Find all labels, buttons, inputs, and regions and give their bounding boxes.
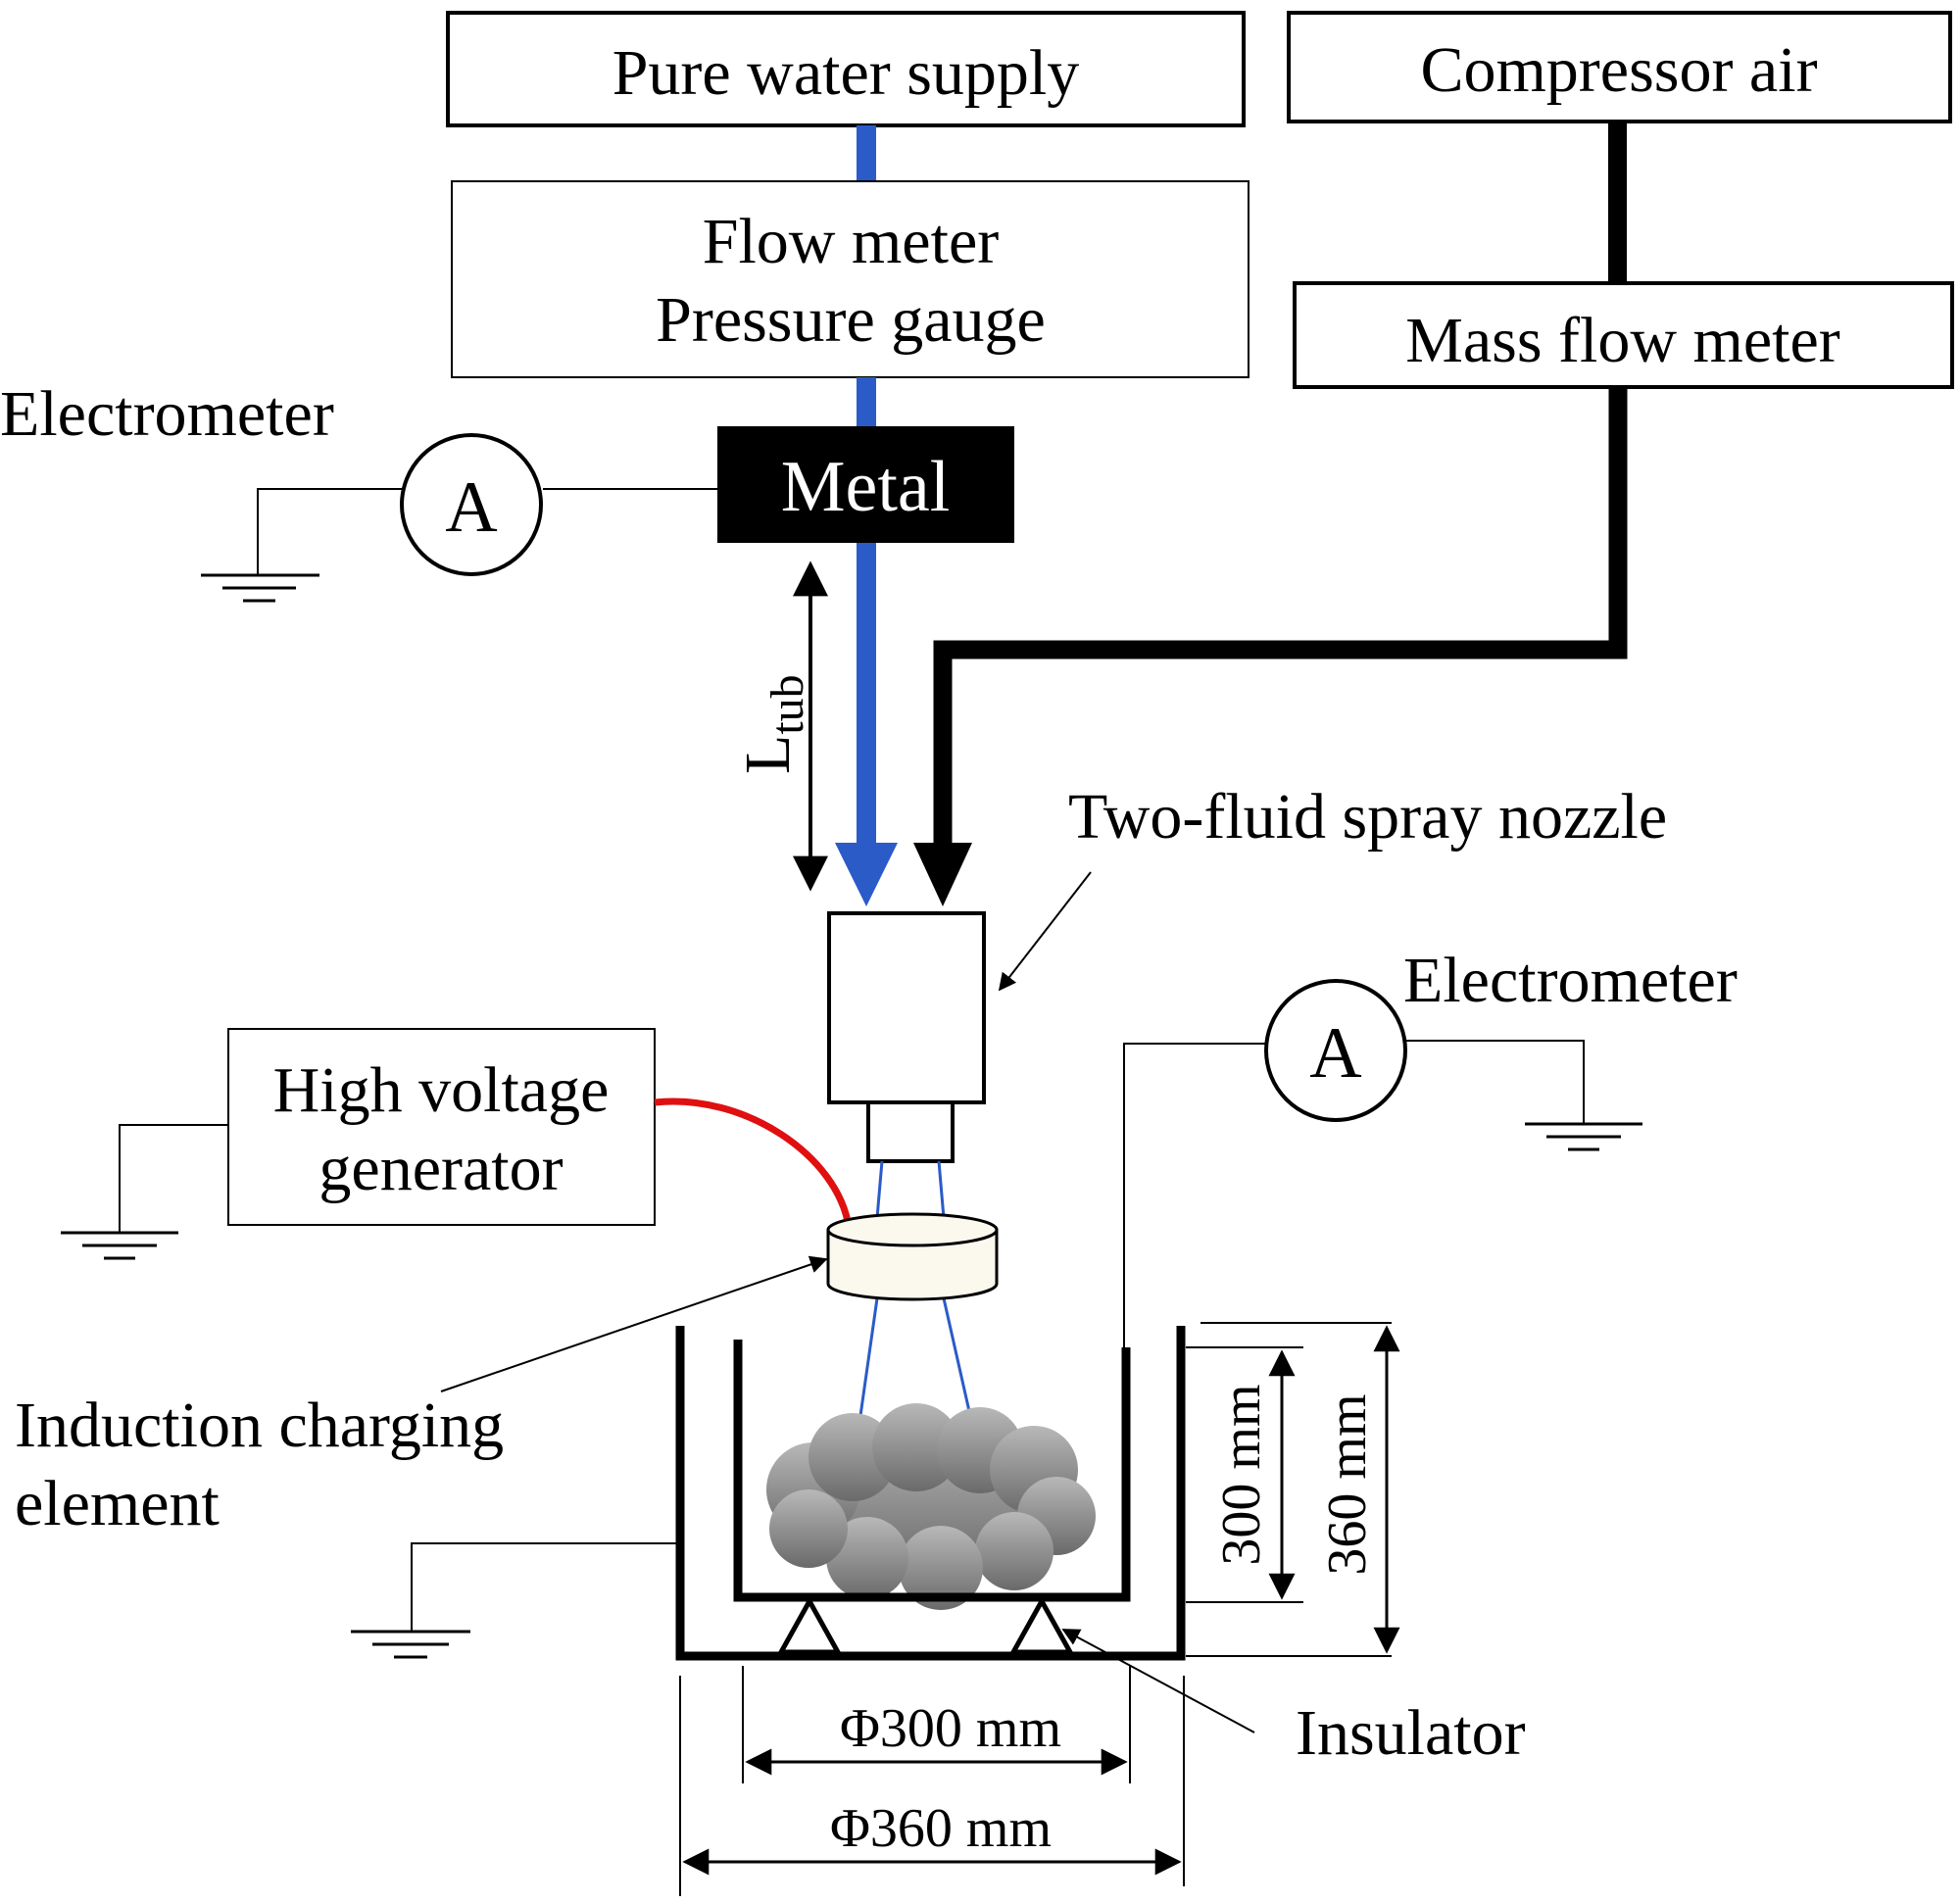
electrometer-right-label: Electrometer (1403, 945, 1738, 1016)
insulator-label: Insulator (1296, 1697, 1526, 1769)
height-dimension-360: 360 mm (1186, 1322, 1400, 1657)
air-line-segment (1608, 122, 1627, 283)
mass-flow-meter-box: Mass flow meter (1293, 281, 1954, 389)
flow-meter-label: Flow meter (703, 206, 999, 277)
spray-mist-cloud (766, 1403, 1096, 1610)
pure-water-supply-label: Pure water supply (612, 37, 1080, 109)
wire (1123, 1043, 1266, 1347)
high-voltage-label-line2: generator (318, 1133, 563, 1204)
two-fluid-spray-nozzle-label: Two-fluid spray nozzle (1068, 781, 1667, 853)
width-dimension-phi300: Φ300 mm (742, 1666, 1131, 1783)
dim-phi300-label: Φ300 mm (840, 1698, 1061, 1759)
width-dimension-phi360: Φ360 mm (679, 1676, 1185, 1896)
high-voltage-generator: High voltage generator (227, 1028, 656, 1226)
ground-symbol-container (351, 1630, 470, 1659)
electrometer-right: A (1123, 979, 1642, 1347)
inner-container (733, 1340, 1131, 1602)
insulator-supports (776, 1595, 1075, 1655)
nozzle-body (827, 911, 986, 1104)
induction-label-line2: element (15, 1468, 220, 1539)
dim-300-height-label: 300 mm (1211, 1384, 1272, 1565)
ammeter-left-symbol: A (445, 467, 497, 548)
high-voltage-wire (654, 1098, 853, 1228)
metal-block: Metal (717, 426, 1014, 543)
electrometer-left-label: Electrometer (0, 378, 334, 450)
induction-charging-ring (826, 1212, 999, 1301)
water-line-segment (857, 543, 876, 849)
induction-label-line1: Induction charging (15, 1390, 504, 1461)
ground-wire-hv (119, 1124, 228, 1233)
water-line-segment (857, 125, 876, 181)
water-line-segment (857, 377, 876, 426)
metal-label: Metal (781, 447, 951, 527)
ammeter-right-circle (1264, 979, 1407, 1122)
air-supply-line (933, 387, 1628, 851)
induction-pointer (440, 1255, 828, 1392)
dim-360-height-label: 360 mm (1317, 1393, 1378, 1575)
ground-symbol-right (1525, 1122, 1642, 1151)
air-line-arrowhead (913, 843, 972, 906)
insulator-pointer (1061, 1629, 1255, 1733)
electrometer-left: A (201, 433, 717, 603)
compressor-air-box: Compressor air (1287, 11, 1952, 123)
ammeter-left-circle (400, 433, 543, 576)
nozzle-pointer (998, 871, 1092, 992)
ground-wire-container (411, 1542, 680, 1632)
ground-symbol-hv (61, 1231, 178, 1260)
compressor-air-label: Compressor air (1420, 34, 1817, 106)
ground-wire-left (257, 488, 402, 575)
l-tub-label: Ltub (732, 674, 813, 774)
pressure-gauge-label: Pressure gauge (656, 284, 1046, 356)
height-dimension-300: 300 mm (1186, 1346, 1303, 1603)
water-line-arrowhead (835, 843, 898, 906)
pure-water-supply-box: Pure water supply (446, 11, 1246, 127)
nozzle-tip (866, 1100, 955, 1163)
ground-wire-right (1405, 1040, 1585, 1124)
outer-container (675, 1326, 1186, 1661)
dim-phi360-label: Φ360 mm (830, 1798, 1052, 1859)
l-tub-main: L (732, 735, 804, 774)
flow-meter-box: Flow meter Pressure gauge (451, 180, 1250, 378)
mass-flow-meter-label: Mass flow meter (1405, 305, 1840, 376)
spray-nozzle (827, 911, 986, 1163)
ground-symbol-left (201, 573, 319, 603)
high-voltage-label-line1: High voltage (273, 1054, 610, 1126)
l-tub-subscript: tub (761, 674, 813, 734)
ammeter-right-symbol: A (1309, 1013, 1361, 1094)
svg-text:Ltub: Ltub (732, 674, 813, 774)
